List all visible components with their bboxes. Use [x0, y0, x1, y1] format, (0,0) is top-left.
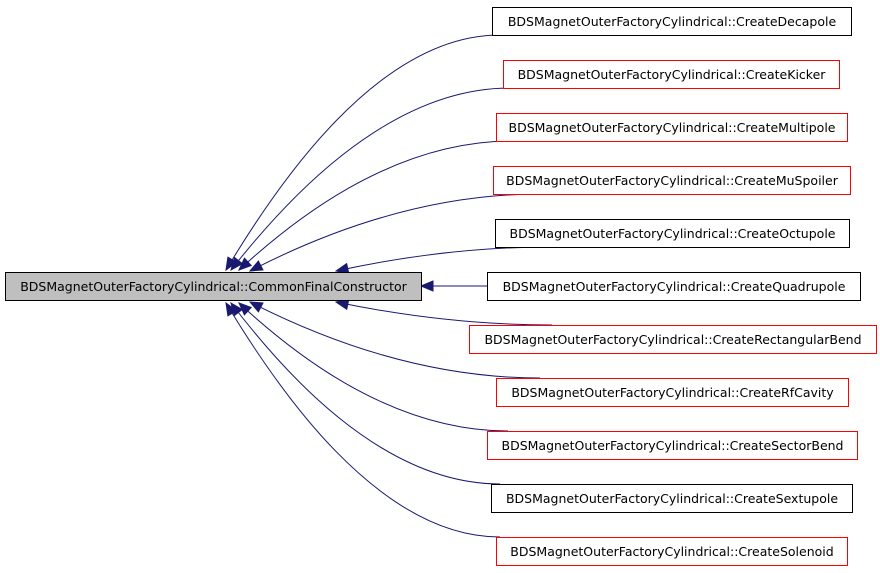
- caller-node-label: BDSMagnetOuterFactoryCylindrical::Create…: [506, 491, 838, 506]
- caller-node[interactable]: BDSMagnetOuterFactoryCylindrical::Create…: [487, 431, 858, 460]
- caller-node[interactable]: BDSMagnetOuterFactoryCylindrical::Create…: [495, 219, 850, 248]
- caller-node-box: [493, 166, 851, 195]
- caller-node-label: BDSMagnetOuterFactoryCylindrical::Create…: [518, 67, 827, 82]
- caller-node-label: BDSMagnetOuterFactoryCylindrical::Create…: [508, 14, 837, 29]
- caller-node[interactable]: BDSMagnetOuterFactoryCylindrical::Create…: [487, 272, 861, 301]
- focus-node[interactable]: BDSMagnetOuterFactoryCylindrical::Common…: [5, 272, 422, 301]
- arrowhead: [225, 301, 238, 317]
- caller-node-box: [491, 484, 853, 513]
- focus-node-box: [5, 272, 422, 301]
- call-edges: [225, 34, 553, 538]
- arrowhead: [334, 298, 350, 311]
- call-edge: [249, 301, 541, 379]
- caller-node-label: BDSMagnetOuterFactoryCylindrical::Create…: [506, 173, 839, 188]
- caller-node[interactable]: BDSMagnetOuterFactoryCylindrical::Create…: [503, 60, 840, 89]
- call-edge: [238, 302, 509, 432]
- caller-node[interactable]: BDSMagnetOuterFactoryCylindrical::Create…: [493, 166, 851, 195]
- caller-node-box: [469, 325, 877, 354]
- caller-node-label: BDSMagnetOuterFactoryCylindrical::Create…: [510, 544, 833, 559]
- caller-node-box: [495, 219, 850, 248]
- call-edge: [230, 302, 501, 485]
- focus-node-label: BDSMagnetOuterFactoryCylindrical::Common…: [20, 279, 407, 294]
- caller-node-box: [496, 537, 848, 566]
- arrowhead: [238, 257, 253, 271]
- caller-node-box: [487, 431, 858, 460]
- arrowhead: [419, 280, 434, 292]
- call-edge: [335, 246, 551, 272]
- caller-node[interactable]: BDSMagnetOuterFactoryCylindrical::Create…: [491, 484, 853, 513]
- call-edge: [249, 193, 541, 272]
- arrowhead: [225, 256, 238, 272]
- caller-node-box: [487, 272, 861, 301]
- caller-node-label: BDSMagnetOuterFactoryCylindrical::Create…: [484, 332, 861, 347]
- call-edge: [225, 34, 501, 271]
- caller-nodes: BDSMagnetOuterFactoryCylindrical::Create…: [469, 7, 877, 566]
- caller-node-label: BDSMagnetOuterFactoryCylindrical::Create…: [509, 120, 836, 135]
- caller-node-label: BDSMagnetOuterFactoryCylindrical::Create…: [510, 226, 836, 241]
- caller-node[interactable]: BDSMagnetOuterFactoryCylindrical::Create…: [492, 7, 852, 36]
- caller-node[interactable]: BDSMagnetOuterFactoryCylindrical::Create…: [496, 378, 849, 407]
- call-edge: [230, 87, 511, 271]
- caller-node-label: BDSMagnetOuterFactoryCylindrical::Create…: [511, 385, 834, 400]
- arrowhead: [230, 256, 244, 272]
- call-edge: [335, 301, 553, 326]
- caller-node[interactable]: BDSMagnetOuterFactoryCylindrical::Create…: [469, 325, 877, 354]
- caller-node-box: [496, 378, 849, 407]
- arrowhead: [248, 301, 264, 313]
- caller-node-label: BDSMagnetOuterFactoryCylindrical::Create…: [502, 438, 844, 453]
- caller-node-label: BDSMagnetOuterFactoryCylindrical::Create…: [503, 279, 846, 294]
- arrowhead: [248, 260, 264, 272]
- arrowhead: [334, 262, 350, 274]
- caller-node[interactable]: BDSMagnetOuterFactoryCylindrical::Create…: [496, 537, 848, 566]
- caller-node-box: [496, 113, 848, 142]
- call-edge: [238, 140, 513, 271]
- caller-node-box: [492, 7, 852, 36]
- caller-node-box: [503, 60, 840, 89]
- call-edge: [225, 302, 501, 538]
- caller-node[interactable]: BDSMagnetOuterFactoryCylindrical::Create…: [496, 113, 848, 142]
